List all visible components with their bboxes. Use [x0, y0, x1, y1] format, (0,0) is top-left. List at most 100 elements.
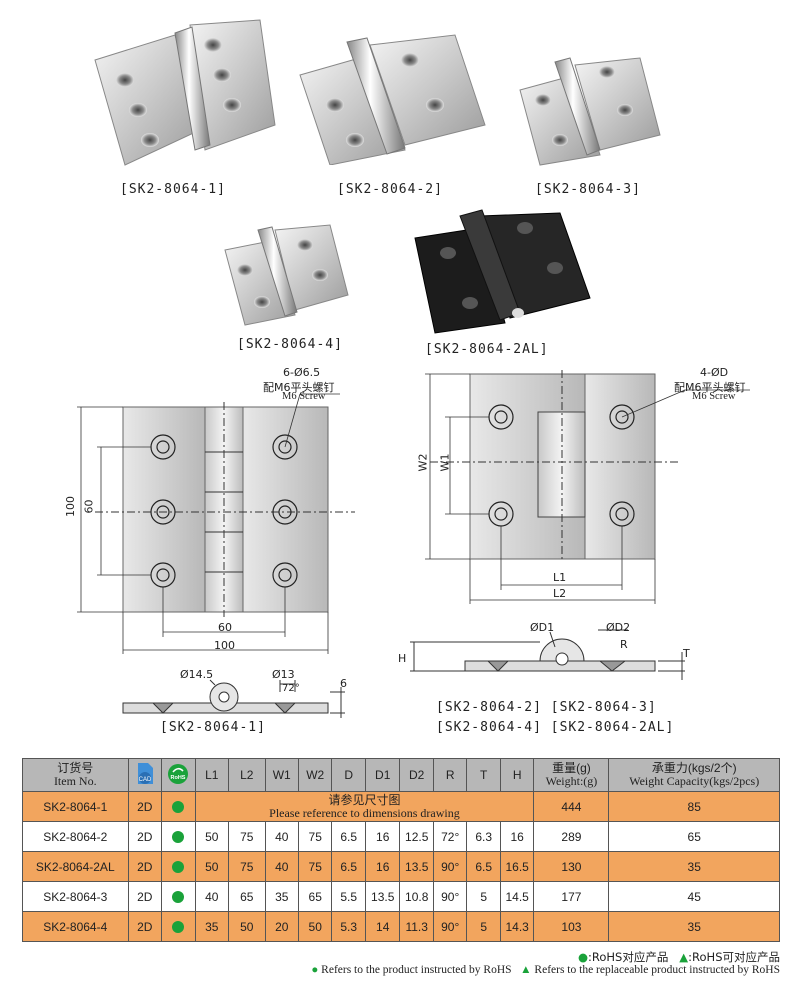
caption-sk2-8064-2: [SK2-8064-2]: [337, 182, 443, 197]
drawing1-side-d1: Ø14.5: [180, 668, 214, 681]
table-row: SK2-8064-2AL 2D 50 75 40 75 6.5 16 13.5 …: [22, 851, 780, 882]
caption-sk2-8064-1: [SK2-8064-1]: [120, 182, 226, 197]
cell-cad[interactable]: 2D: [127, 881, 163, 912]
cell-w2: 75: [297, 821, 333, 852]
header-l1: L1: [194, 758, 229, 792]
technical-drawing-generic: [410, 370, 750, 680]
cell-w1: 20: [264, 911, 299, 942]
drawing2-side-t: T: [683, 647, 690, 660]
product-photo-sk2-8064-4: [224, 224, 349, 326]
cell-l1: 35: [194, 911, 229, 942]
cell-h: 16.5: [499, 851, 535, 882]
caption-sk2-8064-2al: [SK2-8064-2AL]: [425, 342, 549, 357]
caption-sk2-8064-4: [SK2-8064-4]: [237, 337, 343, 352]
header-t: T: [466, 758, 501, 792]
drawing2-dim-l1: L1: [553, 571, 567, 584]
cell-h: 14.5: [499, 881, 535, 912]
cell-r: 72°: [432, 821, 468, 852]
cell-cad[interactable]: 2D: [127, 821, 163, 852]
header-h: H: [499, 758, 535, 792]
cell-item: SK2-8064-4: [22, 911, 129, 942]
header-cad: CAD: [127, 758, 163, 792]
rohs-dot-icon: [172, 801, 185, 814]
cell-d2: 10.8: [399, 881, 434, 912]
drawing2-dim-w2: W2: [416, 453, 430, 472]
drawing2-side-r: R: [620, 638, 628, 651]
legend-cn: ●:RoHS对应产品 ▲:RoHS可对应产品: [577, 950, 780, 964]
rohs-dot-icon: [172, 921, 185, 934]
cell-rohs: [161, 881, 196, 912]
rohs-dot-icon: [172, 861, 185, 874]
product-photo-sk2-8064-2: [299, 34, 486, 165]
header-w2: W2: [297, 758, 333, 792]
cell-d: 6.5: [331, 821, 366, 852]
cell-t: 5: [466, 911, 501, 942]
cell-capacity: 85: [608, 791, 780, 822]
cell-capacity: 65: [608, 821, 780, 852]
cell-d1: 16: [364, 821, 401, 852]
cell-t: 6.3: [466, 821, 501, 852]
cell-r: 90°: [432, 851, 468, 882]
cell-l1: 40: [194, 881, 229, 912]
cell-d1: 14: [364, 911, 401, 942]
cell-w1: 35: [264, 881, 299, 912]
cell-d: 5.5: [331, 881, 366, 912]
drawing1-dim-height: 100: [64, 496, 77, 517]
cell-l2: 75: [227, 851, 266, 882]
drawing1-caption: [SK2-8064-1]: [160, 720, 266, 735]
rohs-icon: RoHS: [168, 763, 189, 784]
caption-sk2-8064-3: [SK2-8064-3]: [535, 182, 641, 197]
cell-d2: 13.5: [399, 851, 434, 882]
drawing1-side-d2: Ø13: [272, 668, 295, 681]
product-photo-sk2-8064-2al: [414, 209, 591, 334]
drawing2-dim-l2: L2: [553, 587, 567, 600]
cell-w2: 75: [297, 851, 333, 882]
drawing1-dim-width: 100: [214, 639, 235, 652]
cell-rohs: [161, 791, 196, 822]
cell-rohs: [161, 821, 196, 852]
cell-w2: 65: [297, 881, 333, 912]
table-row: SK2-8064-4 2D 35 50 20 50 5.3 14 11.3 90…: [22, 911, 780, 942]
rohs-triangle-icon: ▲: [520, 964, 532, 976]
drawing2-caption-line1: [SK2-8064-2] [SK2-8064-3]: [436, 700, 657, 715]
svg-text:CAD: CAD: [138, 777, 151, 783]
cell-d2: 11.3: [399, 911, 434, 942]
cell-capacity: 35: [608, 911, 780, 942]
cell-capacity: 45: [608, 881, 780, 912]
rohs-triangle-icon: ▲: [679, 950, 689, 964]
rohs-dot-icon: [172, 831, 185, 844]
cell-t: 5: [466, 881, 501, 912]
rohs-dot-icon: ●: [577, 950, 588, 964]
cell-weight: 444: [533, 791, 610, 822]
cell-r: 90°: [432, 881, 468, 912]
cell-weight: 130: [533, 851, 610, 882]
cell-d: 5.3: [331, 911, 366, 942]
header-d: D: [331, 758, 366, 792]
cell-d: 6.5: [331, 851, 366, 882]
header-d2: D2: [399, 758, 434, 792]
drawing1-dim-hole-span-h: 60: [218, 621, 232, 634]
cell-w1: 40: [264, 821, 299, 852]
drawing1-dim-hole-span-v: 60: [82, 499, 96, 514]
cell-rohs: [161, 911, 196, 942]
cell-r: 90°: [432, 911, 468, 942]
header-rohs: RoHS: [161, 758, 196, 792]
cell-cad[interactable]: 2D: [127, 851, 163, 882]
svg-text:RoHS: RoHS: [171, 775, 186, 781]
cell-capacity: 35: [608, 851, 780, 882]
drawing2-side-d1: ØD1: [530, 621, 555, 634]
cell-cad[interactable]: 2D: [127, 911, 163, 942]
drawing2-hole-note: 4-ØD: [700, 366, 729, 379]
cell-w1: 40: [264, 851, 299, 882]
cell-h: 14.3: [499, 911, 535, 942]
cad-file-icon: CAD: [137, 762, 153, 784]
drawing2-caption-line2: [SK2-8064-4] [SK2-8064-2AL]: [436, 720, 675, 735]
header-w1: W1: [264, 758, 299, 792]
cell-weight: 289: [533, 821, 610, 852]
cell-cad[interactable]: 2D: [127, 791, 163, 822]
drawing1-side-angle: 72°: [282, 683, 300, 694]
table-row: SK2-8064-2 2D 50 75 40 75 6.5 16 12.5 72…: [22, 821, 780, 852]
